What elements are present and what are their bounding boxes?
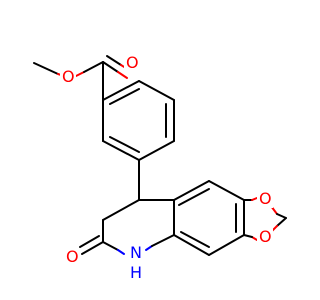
bond-benzo-inner-1 <box>178 188 210 206</box>
lactam-h-label: H <box>130 263 142 282</box>
bond-methyl-o <box>33 62 59 75</box>
bond-ring-5 <box>102 140 140 161</box>
bond-ring-inner-1 <box>109 88 140 105</box>
bond-lactam-n-1 <box>102 241 119 251</box>
bond-lactam-n-2-blue <box>145 245 153 251</box>
lactam-o-label: O <box>66 247 79 266</box>
bond-ring-4 <box>138 140 175 161</box>
ester-o-single-bg <box>60 68 76 86</box>
bond-benzo-inner-3 <box>180 231 210 248</box>
ester-o-double-label: O <box>126 53 139 72</box>
bond-ring-1 <box>102 80 140 101</box>
dioxole-o-top-label: O <box>259 189 272 208</box>
bond-dioxole-2 <box>276 213 287 219</box>
dioxole-o-top-bg <box>257 190 273 208</box>
bond-benzo-2 <box>208 180 245 201</box>
bond-lactam-n-1-blue <box>117 249 125 255</box>
bond-lactam-co-1 <box>79 235 100 248</box>
bond-benzo-4 <box>208 234 245 256</box>
lactam-n-label: N <box>130 243 142 262</box>
bond-benzo-1 <box>173 180 210 201</box>
bond-lactam-n-2 <box>151 234 175 247</box>
bond-carbonyl-o-upper1-red <box>117 71 128 79</box>
structure-svg: O O O O O N H <box>33 53 287 282</box>
bond-o-carbonyl-red <box>75 71 85 77</box>
ester-o-double-bg <box>124 54 140 72</box>
bond-carbonyl-o-upper2 <box>106 55 122 66</box>
molecule-diagram: O O O O O N H <box>33 53 287 282</box>
ester-o-single-label: O <box>62 67 75 86</box>
bond-dioxole-1-red <box>251 197 258 201</box>
bond-carbonyl-o-upper1 <box>102 61 119 73</box>
bond-lactam-1 <box>102 199 140 221</box>
dioxole-o-bottom-bg <box>257 228 273 246</box>
lactam-h-bg <box>127 264 143 282</box>
lactam-o-bg <box>64 248 80 266</box>
bond-lactam-3 <box>81 241 104 255</box>
bond-ring-inner-3 <box>109 136 140 153</box>
bond-o-carbonyl <box>83 61 104 73</box>
bond-benzo-5 <box>173 234 210 256</box>
bond-ring-2 <box>138 80 175 101</box>
lactam-n-bg <box>127 244 143 262</box>
bond-dioxole-3 <box>276 217 287 227</box>
dioxole-o-bottom-label: O <box>259 227 272 246</box>
bond-dioxole-4 <box>243 234 253 238</box>
